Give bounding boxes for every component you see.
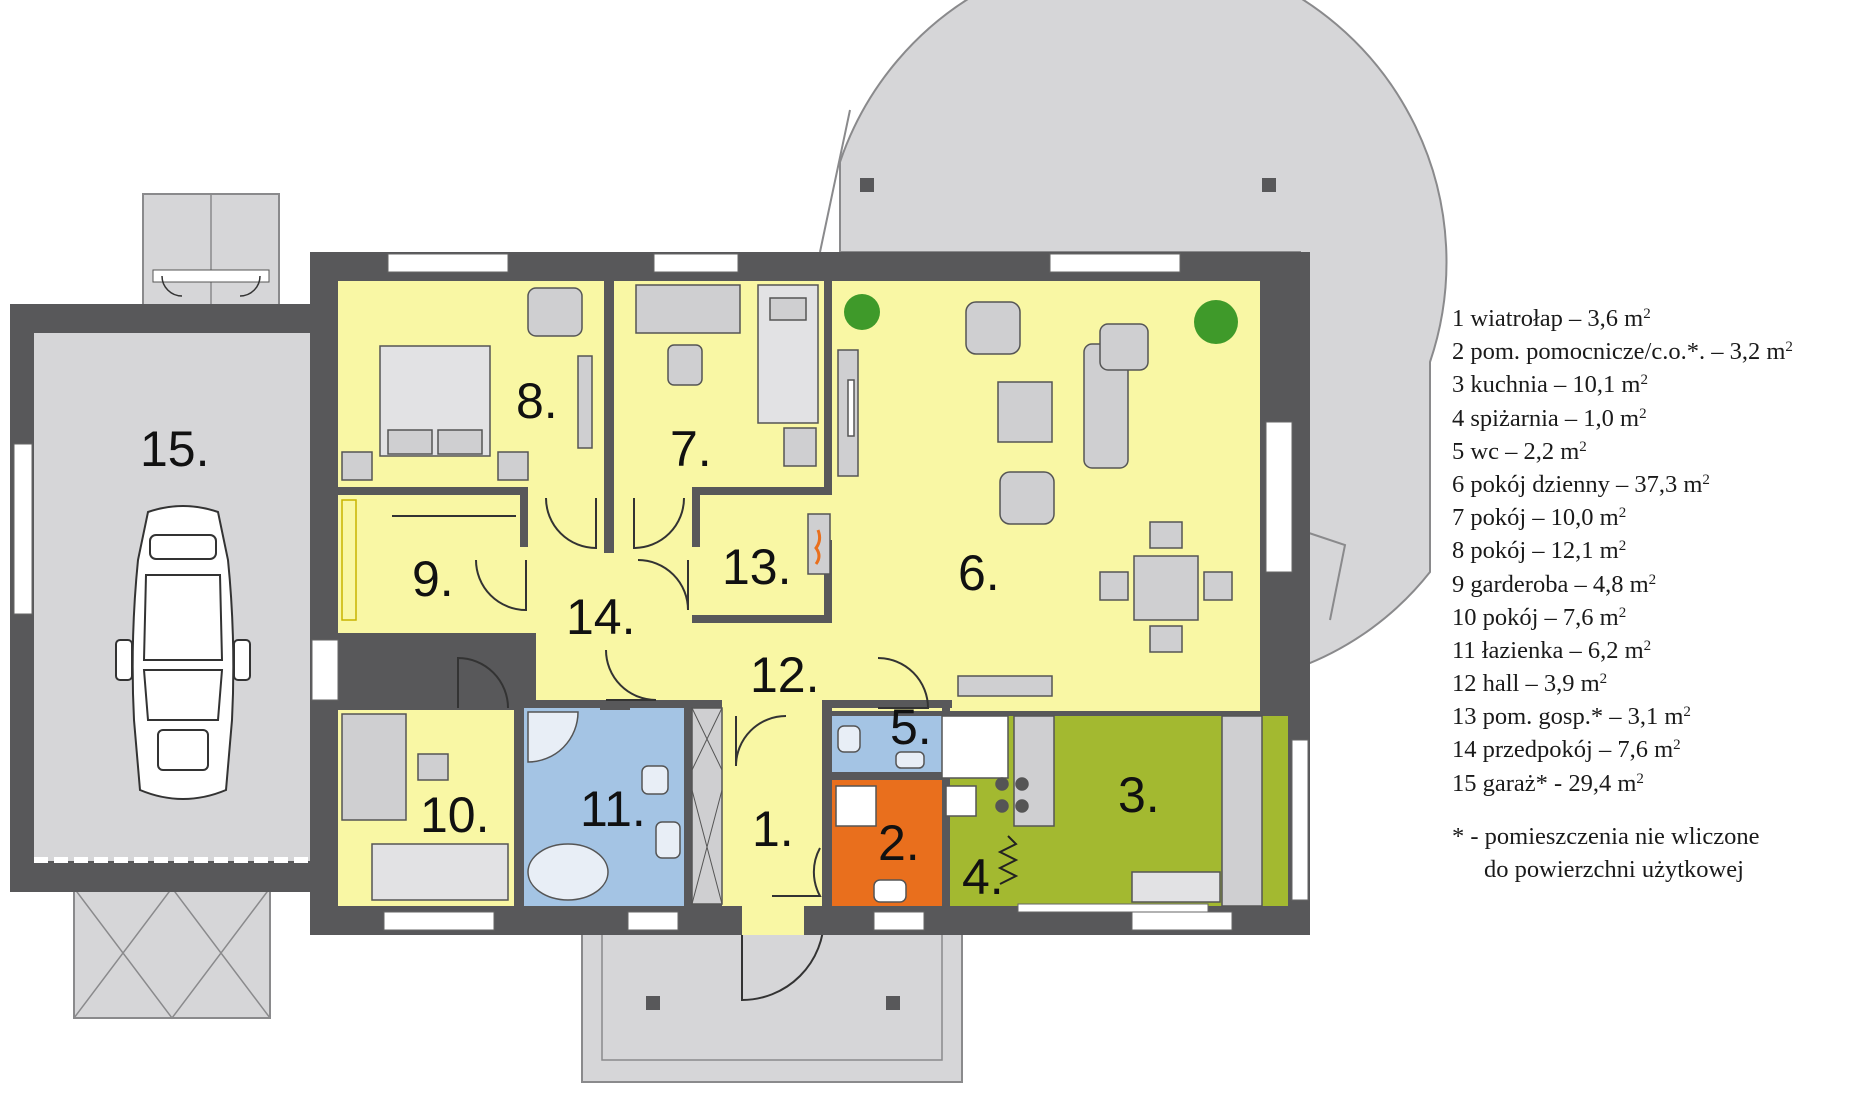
room-label-9: 9. <box>412 551 454 607</box>
room-label-10: 10. <box>420 787 490 843</box>
room-legend: 1 wiatrołap – 3,6 m2 2 pom. pomocnicze/c… <box>1452 302 1862 886</box>
round-terrace <box>819 0 1448 669</box>
windows <box>311 253 1309 931</box>
legend-item: 11 łazienka – 6,2 m2 <box>1452 636 1652 664</box>
legend-item: 3 kuchnia – 10,1 m2 <box>1452 371 1648 399</box>
garage-canopy-bottom <box>73 886 271 1020</box>
legend-note-continued: do powierzchni użytkowej <box>1484 855 1744 883</box>
legend-item: 10 pokój – 7,6 m2 <box>1452 603 1627 631</box>
legend-item: 1 wiatrołap – 3,6 m2 <box>1452 305 1651 332</box>
fireplace-icon <box>807 513 831 575</box>
room-9-wardrobe <box>338 493 526 623</box>
room-label-4: 4. <box>962 849 1004 905</box>
room-label-1: 1. <box>752 801 794 857</box>
room-label-13: 13. <box>722 539 792 595</box>
pantry-shelf <box>997 835 1019 885</box>
furniture <box>341 284 1263 907</box>
room-label-5: 5. <box>890 699 932 755</box>
legend-item: 12 hall – 3,9 m2 <box>1452 670 1608 698</box>
room-label-8: 8. <box>516 373 558 429</box>
legend-item: 13 pom. gosp.* – 3,1 m2 <box>1452 703 1691 731</box>
legend-item: 8 pokój – 12,1 m2 <box>1452 537 1627 565</box>
room-label-6: 6. <box>958 545 1000 601</box>
room-label-15: 15. <box>140 421 210 477</box>
legend-item: 7 pokój – 10,0 m2 <box>1452 504 1627 532</box>
legend-item: 15 garaż* - 29,4 m2 <box>1452 769 1644 797</box>
doors <box>457 497 930 897</box>
room-label-3: 3. <box>1118 767 1160 823</box>
room-1-vestibule <box>722 704 822 906</box>
room-label-2: 2. <box>878 815 920 871</box>
garage-canopy-top <box>142 193 280 307</box>
car-icon <box>115 505 251 800</box>
hall-cabinets <box>691 707 723 905</box>
legend-item: 4 spiżarnia – 1,0 m2 <box>1452 404 1647 432</box>
entrance-terrace <box>581 917 963 1083</box>
room-12-hall <box>536 633 832 713</box>
legend-item: 9 garderoba – 4,8 m2 <box>1452 570 1657 598</box>
legend-item: 5 wc – 2,2 m2 <box>1452 437 1587 465</box>
room-label-11: 11. <box>580 781 646 837</box>
room-6-lower <box>826 633 1260 711</box>
vestibule-entry <box>742 906 804 935</box>
legend-item: 2 pom. pomocnicze/c.o.*. – 3,2 m2 <box>1452 338 1793 366</box>
plant-icon <box>844 294 1238 344</box>
room-label-14: 14. <box>566 589 636 645</box>
legend-item: 6 pokój dzienny – 37,3 m2 <box>1452 470 1710 498</box>
garage <box>10 304 322 892</box>
room-label-7: 7. <box>670 421 712 477</box>
legend-note: * - pomieszczenia nie wliczone <box>1452 822 1760 850</box>
legend-item: 14 przedpokój – 7,6 m2 <box>1452 736 1681 764</box>
room-label-12: 12. <box>750 647 820 703</box>
